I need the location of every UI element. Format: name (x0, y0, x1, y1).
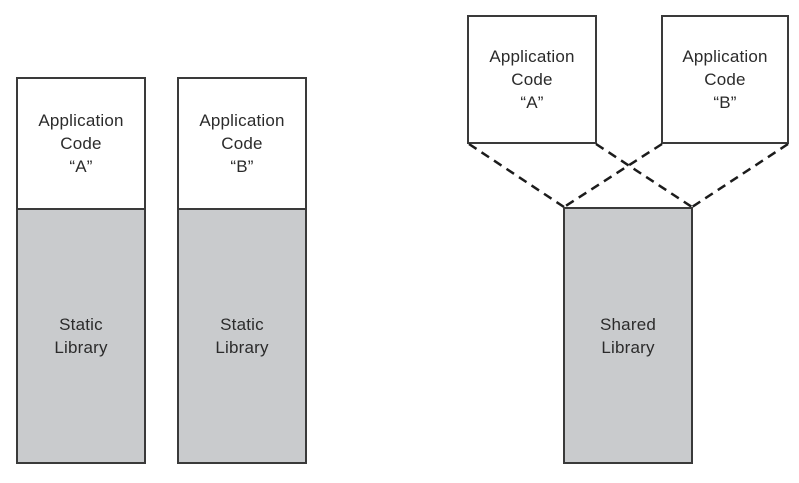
static-library-a-label: Static Library (54, 315, 108, 357)
link-line-b-left (563, 142, 663, 209)
link-line-a-right (595, 142, 693, 209)
shared-library-label: Shared Library (599, 314, 657, 357)
shared-app-code-a-label: Application Code “A” (489, 47, 575, 112)
static-column-a: Application Code “A” Static Library (16, 77, 146, 464)
static-library-b-box: Static Library (179, 208, 305, 462)
app-code-a-box: Application Code “A” (18, 79, 144, 208)
shared-library-box: Shared Library (563, 207, 693, 464)
static-column-b: Application Code “B” Static Library (177, 77, 307, 464)
app-code-a-label: Application Code “A” (38, 111, 124, 176)
shared-app-code-a-box: Application Code “A” (467, 15, 597, 144)
app-code-b-box: Application Code “B” (179, 79, 305, 208)
shared-app-code-b-label: Application Code “B” (682, 47, 768, 112)
link-line-a-left (468, 142, 565, 209)
shared-app-code-b-box: Application Code “B” (661, 15, 789, 144)
static-library-a-box: Static Library (18, 208, 144, 462)
link-line-b-right (691, 142, 789, 209)
static-library-b-label: Static Library (215, 315, 269, 357)
app-code-b-label: Application Code “B” (199, 111, 285, 176)
